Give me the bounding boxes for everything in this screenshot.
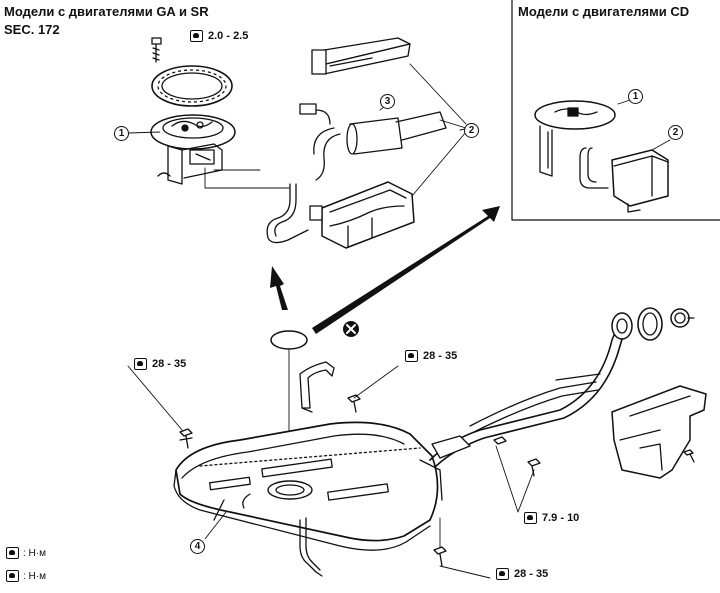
legend-unit: : Н·м — [23, 547, 46, 559]
callout-3: 3 — [380, 94, 395, 109]
fuel-pump-cartridge — [299, 103, 447, 181]
callout-1-cd: 1 — [628, 89, 643, 104]
circled-x-icon — [343, 321, 359, 337]
filler-tube-protector — [611, 385, 707, 479]
fuel-filler-tube — [429, 312, 633, 477]
torque-value: 28 - 35 — [423, 350, 458, 362]
callout-1-ga-sr: 1 — [114, 126, 129, 141]
pump-flange-unit — [150, 114, 236, 185]
torque-wrench-icon — [190, 30, 203, 42]
pump-sender-bracket — [266, 181, 415, 249]
callout-2-cd: 2 — [668, 125, 683, 140]
torque-wrench-icon — [6, 547, 19, 559]
torque-wrench-icon — [496, 568, 509, 580]
pump-lock-ring — [151, 65, 233, 107]
section-label: SEC. 172 — [4, 22, 60, 37]
cd-title: Модели с двигателями CD — [518, 4, 690, 19]
torque-spec-tank-left: 28 - 35 — [134, 358, 186, 370]
arrow-to-cd-inset — [312, 206, 500, 334]
cd-pump-assembly — [534, 100, 669, 213]
torque-wrench-icon — [6, 570, 19, 582]
pump-top-plate — [311, 37, 411, 75]
torque-value: 28 - 35 — [514, 568, 549, 580]
tank-center-bolt — [347, 394, 361, 413]
ga-sr-title: Модели с двигателями GA и SR — [4, 4, 209, 19]
callout-4: 4 — [190, 539, 205, 554]
fuel-filler-cap — [670, 308, 695, 328]
vent-hose-bracket — [299, 361, 335, 413]
cd-inset-frame — [511, 0, 720, 221]
torque-value: 7.9 - 10 — [542, 512, 580, 524]
torque-spec-tank-center: 28 - 35 — [405, 350, 457, 362]
pump-cover-bolt — [151, 37, 162, 63]
legend-unit: : Н·м — [23, 570, 46, 582]
arrow-to-ga-sr-assembly — [270, 266, 288, 310]
torque-spec-pump-cover: 2.0 - 2.5 — [190, 30, 248, 42]
filler-neck-grommet — [637, 307, 663, 341]
callout-2-ga-sr: 2 — [464, 123, 479, 138]
torque-wrench-icon — [134, 358, 147, 370]
tank-bottom-bolt — [433, 546, 447, 567]
torque-value: 2.0 - 2.5 — [208, 30, 249, 42]
legend-entry-2: : Н·м — [6, 570, 46, 582]
tank-left-bolt — [179, 428, 193, 449]
torque-value: 28 - 35 — [152, 358, 187, 370]
fuel-tank — [173, 421, 443, 577]
torque-wrench-icon — [524, 512, 537, 524]
torque-wrench-icon — [405, 350, 418, 362]
torque-spec-tank-bottom: 28 - 35 — [496, 568, 548, 580]
legend-entry-1: : Н·м — [6, 547, 46, 559]
torque-spec-filler-tube: 7.9 - 10 — [524, 512, 579, 524]
